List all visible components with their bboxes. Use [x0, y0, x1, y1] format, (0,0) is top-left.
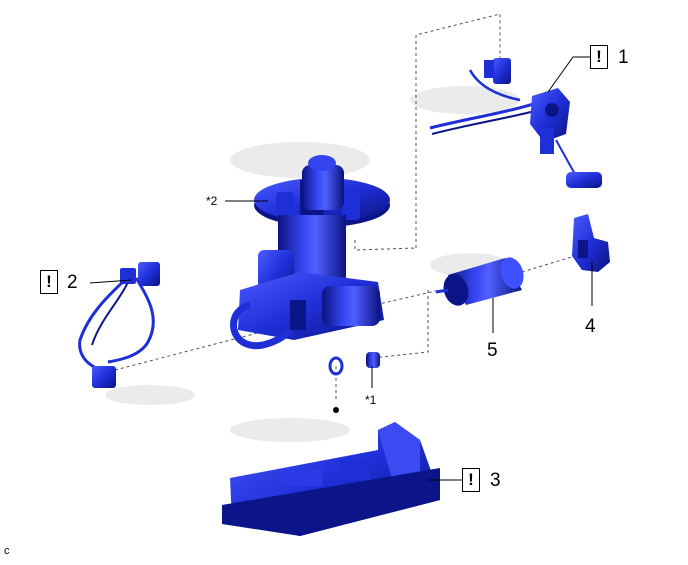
dashed-assembly-lines [114, 13, 579, 400]
part-4-pump-bracket [572, 214, 610, 272]
main-pump-assembly [230, 155, 390, 350]
part-5-fuel-pump [435, 257, 524, 306]
background-shadows [105, 86, 520, 442]
figure-code: c [4, 545, 10, 557]
callout-3-label: 3 [490, 470, 501, 491]
note-star-1: *1 [365, 393, 377, 407]
callout-4-label: 4 [585, 316, 596, 337]
callout-1-label: 1 [618, 47, 629, 68]
part-2-wire-harness [78, 262, 160, 388]
o-ring-and-cushion [328, 352, 380, 413]
callout-2-label: 2 [67, 272, 78, 293]
part-3-sub-tank [222, 422, 440, 536]
callout-2-warning-icon: ! [40, 270, 58, 294]
callout-1-warning-icon: ! [590, 45, 608, 69]
callout-3-warning-icon: ! [462, 468, 480, 492]
leader-lines [89, 56, 593, 481]
part-1-fuel-sender-gauge [429, 58, 602, 188]
callout-5-label: 5 [487, 340, 498, 361]
note-star-2: *2 [206, 194, 218, 208]
